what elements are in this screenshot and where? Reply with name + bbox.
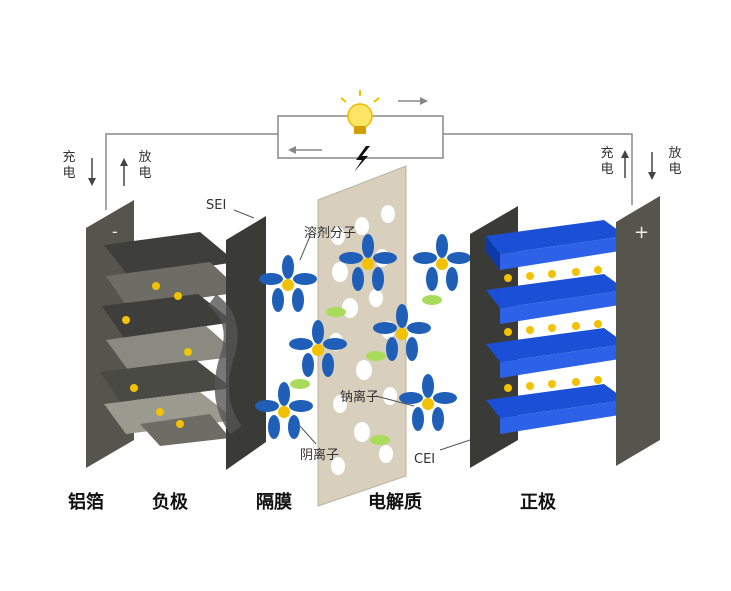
arrow-right-icon (420, 97, 428, 105)
solvent-label: 溶剂分子 (304, 226, 357, 241)
label-anode: 负极 (152, 492, 188, 513)
leader-lines (299, 235, 471, 451)
sei-label: SEI (206, 198, 227, 213)
label-separator: 隔膜 (256, 492, 292, 513)
cathode-layers (486, 220, 626, 434)
discharge-label-left: 放电 (138, 150, 152, 181)
sodium-ion-label: 钠离子 (340, 390, 380, 405)
cathode-ions (504, 266, 602, 392)
anode-graphite (100, 232, 242, 446)
anion-label: 阴离子 (300, 448, 340, 463)
lightbulb-icon (340, 90, 380, 134)
label-cathode: 正极 (520, 492, 556, 513)
cei-label: CEI (414, 452, 436, 467)
label-aluminum-foil: 铝箔 (68, 492, 104, 513)
direction-arrows (88, 150, 656, 186)
anode-ions (122, 282, 192, 428)
cathode-collector-plate (616, 196, 660, 466)
charge-label-right: 充电 (600, 146, 614, 177)
arrow-left-icon (288, 146, 296, 154)
charge-label-left: 充电 (62, 150, 76, 181)
anions (290, 295, 442, 445)
negative-sign: - (112, 222, 118, 241)
lightning-icon (354, 146, 370, 172)
solvated-ions (255, 234, 471, 439)
discharge-label-right: 放电 (668, 146, 682, 177)
positive-sign: + (634, 222, 650, 243)
label-electrolyte: 电解质 (368, 492, 422, 513)
